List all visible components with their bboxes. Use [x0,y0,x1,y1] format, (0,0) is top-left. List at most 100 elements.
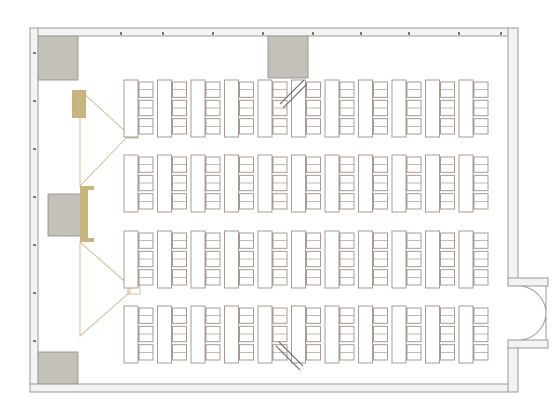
table-with-chairs[interactable] [257,305,288,364]
wall-marker [33,52,36,54]
table-with-chairs[interactable] [257,230,288,289]
pillar-left-center [47,193,87,237]
table [358,230,373,289]
table [224,154,239,213]
table-with-chairs[interactable] [324,154,355,213]
table-with-chairs[interactable] [157,79,187,138]
table-with-chairs[interactable] [224,79,254,138]
table [257,305,273,364]
table-with-chairs[interactable] [123,79,154,138]
wall-marker [500,32,502,35]
table-with-chairs[interactable] [458,79,489,138]
pillars [37,35,309,385]
table-with-chairs[interactable] [190,154,221,213]
table [291,230,306,289]
wall-bottom [29,383,519,393]
wall-marker [33,292,36,294]
table-with-chairs[interactable] [358,230,388,289]
wall-marker [33,244,36,246]
table [224,230,239,289]
table [157,154,172,213]
projection-cone-upper [79,88,127,188]
table-with-chairs[interactable] [458,154,489,213]
table-with-chairs[interactable] [358,154,388,213]
walls [29,27,549,393]
table-with-chairs[interactable] [391,154,422,213]
wall-marker [33,196,36,198]
table-with-chairs[interactable] [425,305,455,364]
table-with-chairs[interactable] [425,79,455,138]
table-with-chairs[interactable] [291,305,321,364]
table-with-chairs[interactable] [425,230,455,289]
table-with-chairs[interactable] [157,305,187,364]
table-with-chairs[interactable] [458,230,489,289]
projector-icon [72,90,86,118]
table [291,305,306,364]
table [425,154,440,213]
wall-marker [262,32,264,35]
door-jamb-top [507,277,549,287]
diagonal-marker-bottom [278,341,304,367]
table [358,154,373,213]
table [257,79,273,138]
table [190,79,206,138]
table [458,230,474,289]
projection-cone-lower [79,241,131,337]
table-with-chairs[interactable] [358,79,388,138]
table [358,79,373,138]
table-with-chairs[interactable] [291,154,321,213]
table [123,79,139,138]
seating-area [123,79,489,364]
table-with-chairs[interactable] [190,230,221,289]
table [123,230,139,289]
table-with-chairs[interactable] [257,79,288,138]
table-with-chairs[interactable] [157,154,187,213]
table-with-chairs[interactable] [324,230,355,289]
door-jamb-bottom [507,339,549,349]
table-with-chairs[interactable] [291,79,321,138]
table [123,154,139,213]
table-with-chairs[interactable] [224,154,254,213]
table-with-chairs[interactable] [358,305,388,364]
table-with-chairs[interactable] [224,305,254,364]
wall-top [29,27,519,37]
table [458,79,474,138]
table-with-chairs[interactable] [157,230,187,289]
table-with-chairs[interactable] [257,154,288,213]
wall-left [29,27,39,393]
double-swing-door-icon[interactable] [517,285,547,341]
wall-marker [33,340,36,342]
table-with-chairs[interactable] [391,230,422,289]
table [458,154,474,213]
table-with-chairs[interactable] [123,154,154,213]
table [190,154,206,213]
table-with-chairs[interactable] [324,79,355,138]
table-with-chairs[interactable] [291,230,321,289]
table [425,79,440,138]
table [157,79,172,138]
table [391,154,407,213]
projection-equipment [72,88,141,337]
table-with-chairs[interactable] [324,305,355,364]
table-with-chairs[interactable] [224,230,254,289]
table [190,230,206,289]
table-with-chairs[interactable] [458,305,489,364]
wall-markers [33,32,502,342]
table [324,154,340,213]
table-with-chairs[interactable] [190,79,221,138]
table-with-chairs[interactable] [391,79,422,138]
wall-marker [312,32,314,35]
diagonal-marker-top [282,83,308,109]
wall-marker [458,32,460,35]
table [224,79,239,138]
table-with-chairs[interactable] [391,305,422,364]
table-with-chairs[interactable] [123,230,154,289]
table-with-chairs[interactable] [190,305,221,364]
table-with-chairs[interactable] [425,154,455,213]
table [291,154,306,213]
table-with-chairs[interactable] [123,305,154,364]
table [358,305,373,364]
door-leaf-upper [517,285,547,315]
table [324,230,340,289]
